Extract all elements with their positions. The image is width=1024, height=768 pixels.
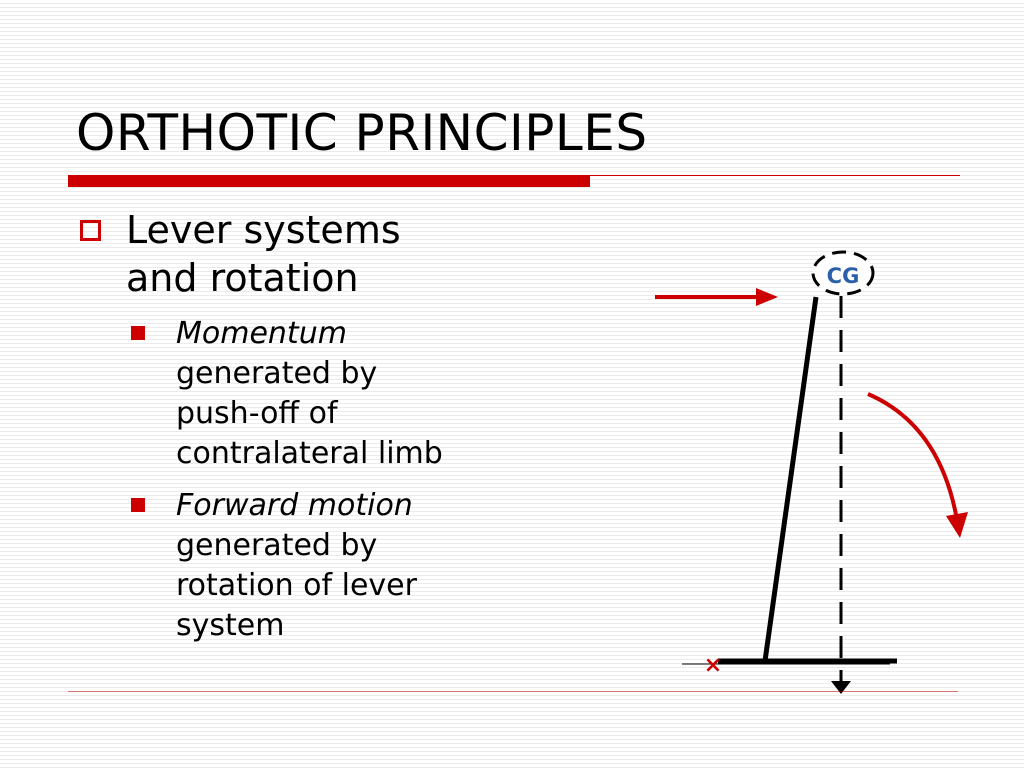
main-bullet-text: Lever systems and rotation (126, 206, 526, 302)
sub-bullet-forward-motion: Forward motion generated by rotation of … (176, 486, 536, 646)
push-arrow-icon (655, 288, 778, 306)
solid-square-bullet-icon (131, 498, 145, 512)
hollow-square-bullet-icon (80, 220, 101, 241)
cg-circle (811, 250, 875, 296)
pivot-mark: × (704, 653, 722, 678)
title-underline-thin (590, 175, 960, 176)
footer-rule (68, 691, 958, 692)
sub-bullet-line: push-off of (176, 396, 338, 431)
sub-bullet-line: contralateral limb (176, 436, 443, 471)
main-bullet-line-2: and rotation (126, 256, 359, 300)
rotation-arrow-icon (867, 392, 968, 538)
sub-bullet-line: system (176, 608, 285, 643)
solid-square-bullet-icon (131, 326, 145, 340)
sub-bullet-lead: Forward motion (176, 488, 413, 523)
main-bullet-line-1: Lever systems (126, 208, 401, 252)
cg-label: CG (827, 264, 860, 288)
sub-bullet-momentum: Momentum generated by push-off of contra… (176, 314, 536, 474)
sub-bullet-line: generated by (176, 528, 378, 563)
sub-bullet-line: generated by (176, 356, 378, 391)
sub-bullet-line: rotation of lever (176, 568, 417, 603)
sub-bullet-lead: Momentum (176, 316, 347, 351)
slide-title: ORTHOTIC PRINCIPLES (76, 104, 648, 162)
lever-line (762, 296, 819, 662)
gravity-arrow-icon (831, 681, 851, 694)
title-underline-thick (68, 175, 590, 187)
